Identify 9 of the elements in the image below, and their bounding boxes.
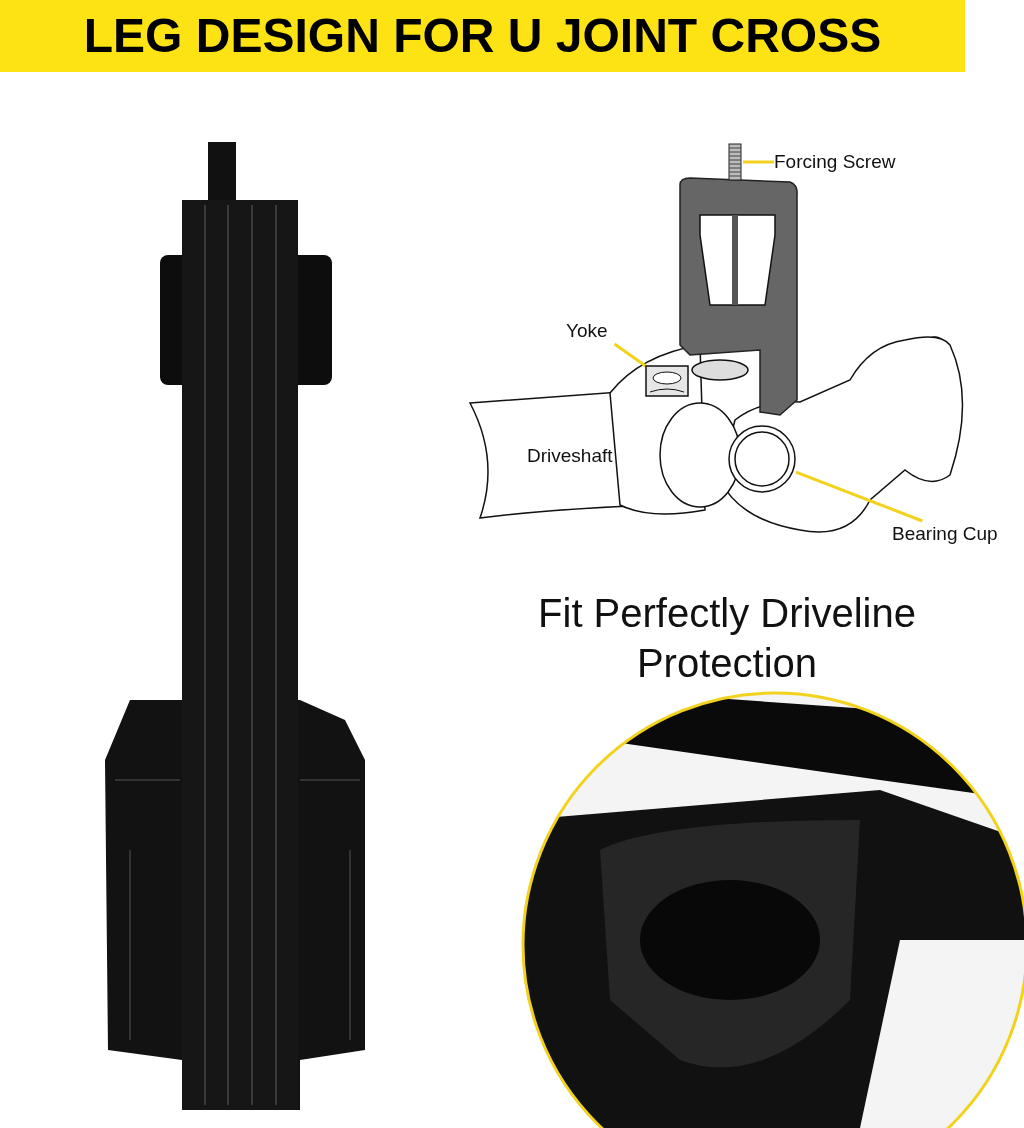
leader-line <box>743 160 774 164</box>
callout-label: Forcing Screw <box>774 150 897 174</box>
leader-line <box>795 470 923 523</box>
leader-line <box>613 342 647 368</box>
callout-label: Yoke <box>566 319 609 343</box>
title: LEG DESIGN FOR U JOINT CROSS <box>0 0 965 72</box>
part-label: Driveshaft <box>527 444 614 468</box>
tagline: Fit Perfectly Driveline Protection <box>537 590 917 687</box>
callout-label: Bearing Cup <box>892 522 999 546</box>
